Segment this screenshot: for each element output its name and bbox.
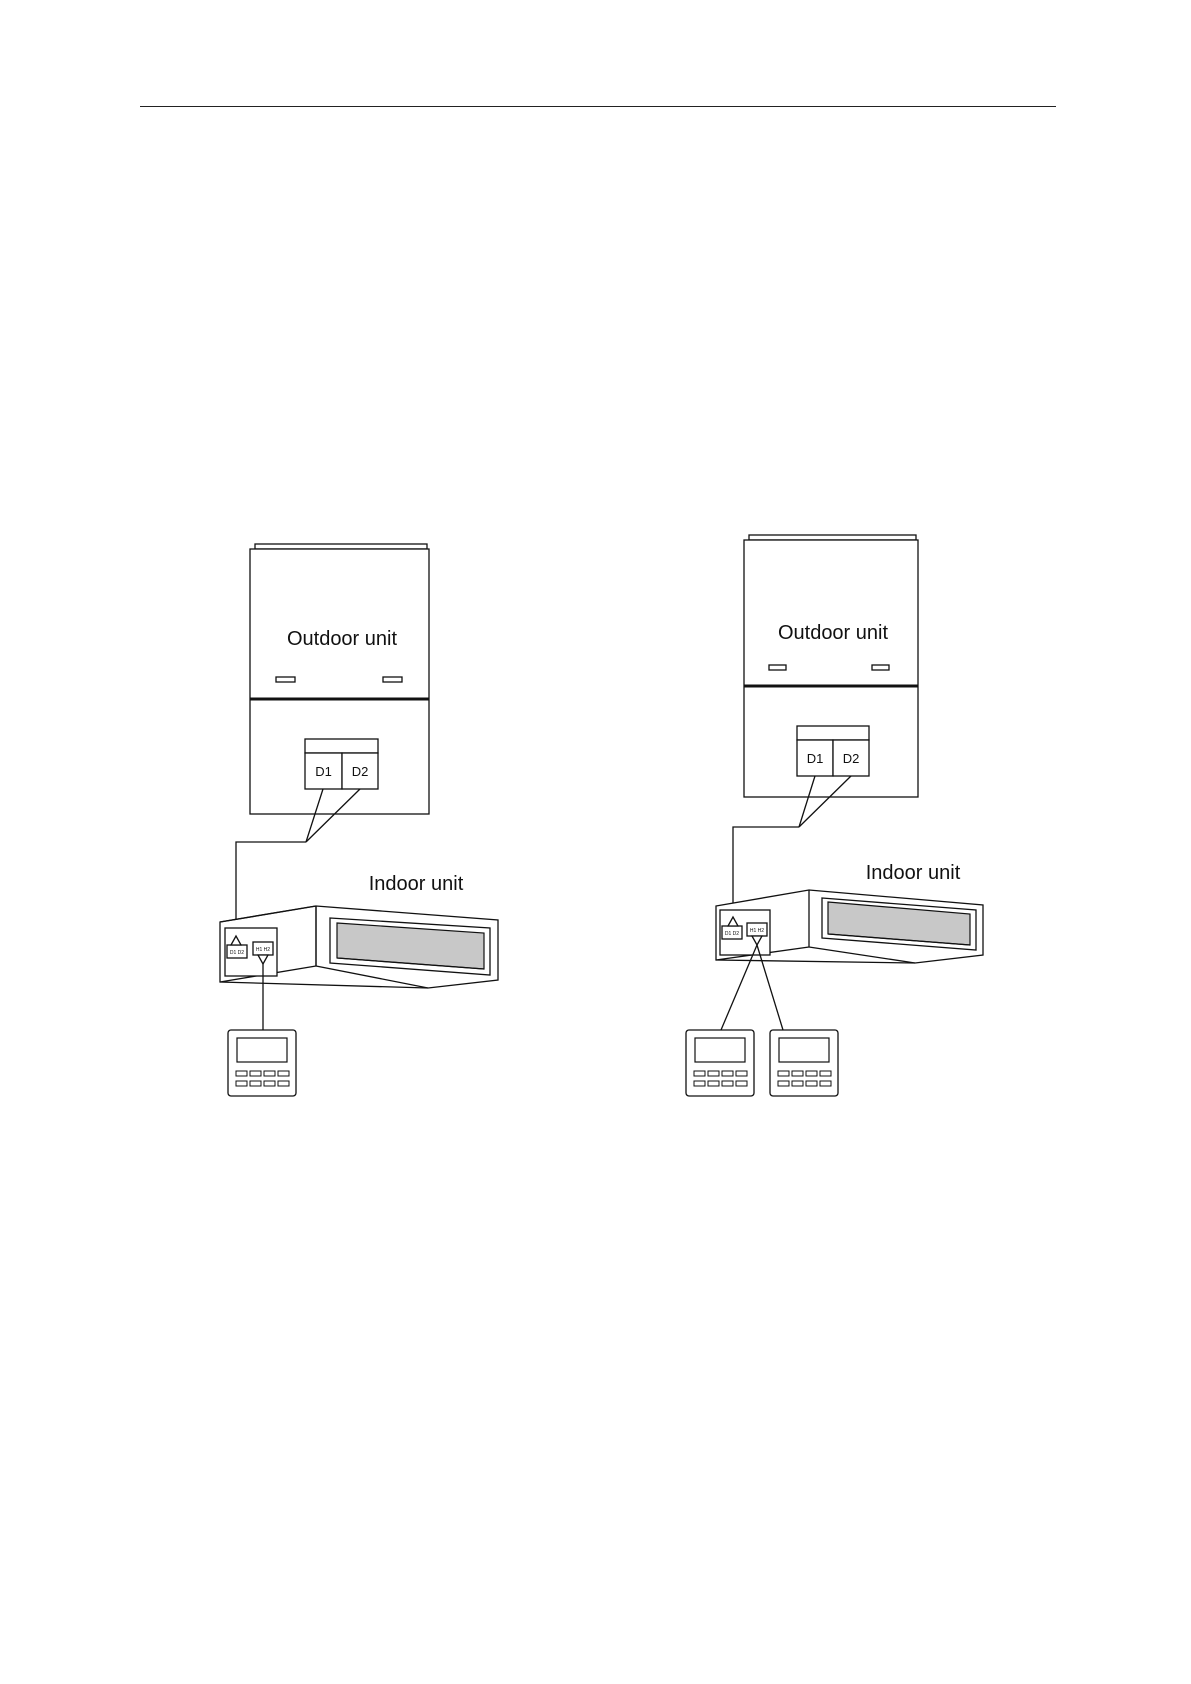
outdoor-unit: Outdoor unit D1 D2 [744, 535, 918, 797]
controller-screen [779, 1038, 829, 1062]
controller-screen [237, 1038, 287, 1062]
indoor-terminal-h1h2-label: H1 H2 [256, 947, 270, 953]
indoor-unit: Indoor unit D1 D2 H1 H2 [220, 873, 498, 988]
outdoor-unit-slot-left [769, 665, 786, 670]
diagram-single-controller: Outdoor unit D1 D2 Indoor unit [220, 544, 498, 1096]
outdoor-unit-slot-right [872, 665, 889, 670]
indoor-unit-label: Indoor unit [866, 862, 961, 884]
indoor-terminal-d1d2-label: D1 D2 [230, 950, 244, 956]
indoor-terminal-h1h2-label: H1 H2 [750, 928, 764, 934]
outdoor-unit-label: Outdoor unit [287, 628, 398, 650]
outdoor-unit-slot-right [383, 677, 402, 682]
diagram-two-controllers: Outdoor unit D1 D2 Indoor unit [686, 535, 983, 1096]
terminal-block-top [305, 739, 378, 753]
terminal-d2-label: D2 [843, 751, 860, 766]
terminal-block-top [797, 726, 869, 740]
indoor-unit-label: Indoor unit [369, 873, 464, 895]
indoor-terminal-d1d2-label: D1 D2 [725, 931, 739, 937]
outdoor-unit-slot-left [276, 677, 295, 682]
outdoor-unit-top-lid [749, 535, 916, 540]
outdoor-unit: Outdoor unit D1 D2 [250, 544, 429, 814]
wired-controller [686, 1030, 754, 1096]
wired-controller [228, 1030, 296, 1096]
terminal-d1-label: D1 [807, 751, 824, 766]
terminal-d2-label: D2 [352, 764, 369, 779]
outdoor-terminal-block: D1 D2 [305, 739, 378, 789]
outdoor-unit-top-lid [255, 544, 427, 549]
terminal-d1-label: D1 [315, 764, 332, 779]
outdoor-terminal-block: D1 D2 [797, 726, 869, 776]
outdoor-unit-label: Outdoor unit [778, 622, 889, 644]
controller-screen [695, 1038, 745, 1062]
wired-controller [770, 1030, 838, 1096]
